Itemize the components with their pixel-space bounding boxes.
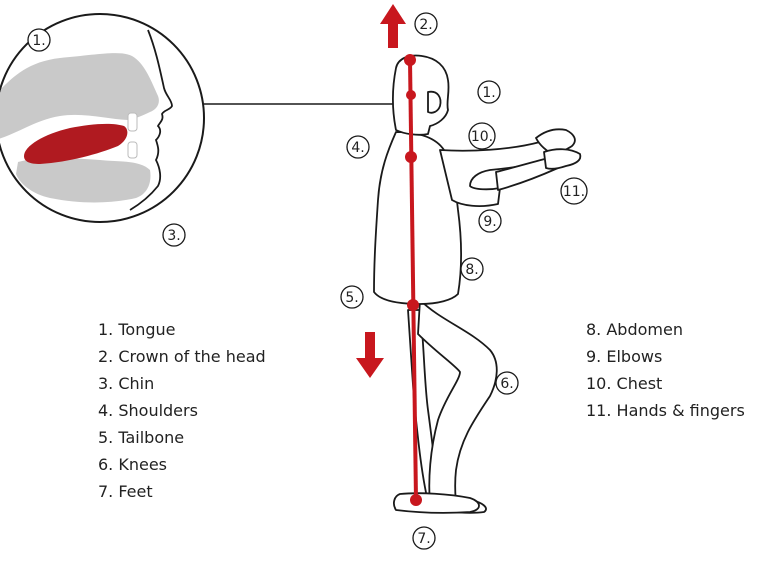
marker-chest: 10. (468, 122, 496, 150)
down-arrow-icon (356, 332, 384, 378)
arm (439, 140, 558, 207)
svg-text:11.: 11. (563, 184, 585, 200)
alignment-line (408, 59, 418, 501)
lower-jaw (16, 158, 151, 203)
svg-text:7.: 7. (417, 531, 430, 547)
marker-feet: 7. (412, 526, 436, 550)
upper-palate (0, 53, 159, 140)
marker-crown: 2. (414, 12, 438, 36)
svg-text:4.: 4. (351, 140, 364, 156)
tongue-shape (24, 123, 128, 164)
upper-tooth (127, 112, 138, 132)
tailbone-dot (407, 299, 419, 311)
svg-text:1.: 1. (482, 85, 495, 101)
svg-text:2.: 2. (419, 17, 432, 33)
tongue-dot (406, 90, 416, 100)
front-foot (393, 492, 480, 514)
feet-dot (410, 494, 422, 506)
hand-lower (543, 148, 582, 170)
svg-text:5.: 5. (345, 290, 358, 306)
legend-item: 9. Elbows (586, 347, 663, 366)
svg-text:9.: 9. (483, 214, 496, 230)
face-profile (129, 29, 173, 211)
marker-tongue-mouth: 1. (27, 28, 51, 52)
svg-text:1.: 1. (32, 33, 45, 49)
legend-item: 1. Tongue (98, 320, 176, 339)
marker-chin: 3. (162, 223, 186, 247)
marker-knees: 6. (495, 371, 519, 395)
marker-shoulders: 4. (346, 135, 370, 159)
marker-tailbone: 5. (340, 285, 364, 309)
ear (427, 90, 442, 114)
svg-text:6.: 6. (500, 376, 513, 392)
marker-abdomen: 8. (460, 257, 484, 281)
up-arrow-icon (380, 4, 406, 48)
lower-tooth (127, 141, 138, 159)
front-leg (417, 299, 498, 505)
marker-elbows: 9. (478, 209, 502, 233)
legend-item: 2. Crown of the head (98, 347, 266, 366)
mouth-inset (0, 13, 205, 223)
marker-tongue-head: 1. (477, 80, 501, 104)
legend-item: 6. Knees (98, 455, 168, 474)
svg-text:3.: 3. (167, 228, 180, 244)
marker-hands: 11. (560, 177, 588, 205)
legend-item: 4. Shoulders (98, 401, 198, 420)
svg-text:10.: 10. (471, 129, 493, 145)
legend-item: 11. Hands & fingers (586, 401, 745, 420)
svg-text:8.: 8. (465, 262, 478, 278)
head (392, 54, 450, 136)
legend-item: 5. Tailbone (98, 428, 185, 447)
crown-dot (404, 54, 416, 66)
legend-item: 7. Feet (98, 482, 153, 501)
legend-left: 1. Tongue 2. Crown of the head 3. Chin 4… (98, 316, 266, 505)
shoulder-dot (405, 151, 417, 163)
legend-item: 8. Abdomen (586, 320, 683, 339)
standing-figure (373, 54, 582, 514)
legend-right: 8. Abdomen 9. Elbows 10. Chest 11. Hands… (586, 316, 745, 424)
legend-item: 10. Chest (586, 374, 663, 393)
alignment-dots (404, 54, 422, 506)
legend-item: 3. Chin (98, 374, 155, 393)
